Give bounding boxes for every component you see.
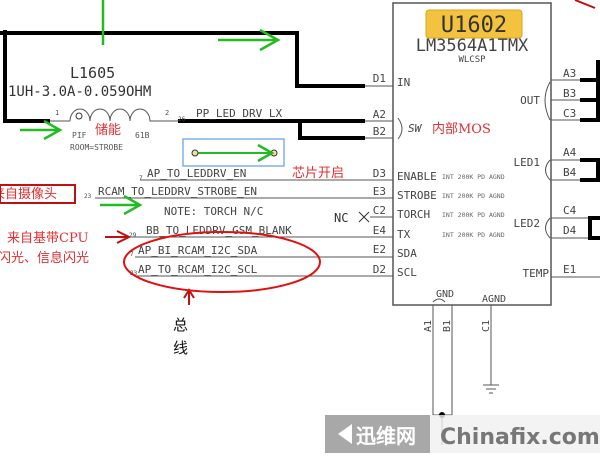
left-pin-lines xyxy=(95,85,393,277)
svg-text:AP_TO_LEDDRV_EN: AP_TO_LEDDRV_EN xyxy=(147,167,246,180)
svg-text:29: 29 xyxy=(129,232,137,239)
svg-text:ENABLE: ENABLE xyxy=(397,170,437,183)
svg-text:D1: D1 xyxy=(373,72,386,85)
svg-text:E1: E1 xyxy=(563,263,576,276)
svg-text:SDA: SDA xyxy=(397,247,417,260)
svg-text:23: 23 xyxy=(130,270,138,277)
svg-text:SCL: SCL xyxy=(397,266,417,279)
svg-text:D4: D4 xyxy=(563,224,577,237)
svg-text:7: 7 xyxy=(130,251,134,258)
svg-text:IN: IN xyxy=(397,76,410,89)
svg-text:NOTE: TORCH N/C: NOTE: TORCH N/C xyxy=(164,205,263,218)
chip-body xyxy=(392,2,552,306)
svg-text:D2: D2 xyxy=(373,263,386,276)
svg-text:SW: SW xyxy=(408,122,423,135)
annotation-bus-2: 线 xyxy=(173,339,188,357)
svg-text:2: 2 xyxy=(165,109,169,117)
svg-text:C2: C2 xyxy=(373,204,386,217)
svg-text:INT 200K PD AGND: INT 200K PD AGND xyxy=(442,211,505,219)
pulldown-notes: INT 200K PD AGND INT 200K PD AGND INT 20… xyxy=(442,173,505,239)
svg-text:B4: B4 xyxy=(563,166,577,179)
annotations: 储能 内部MOS 芯片开启 来自摄像头 来自基带CPU 闪光、信息闪光 xyxy=(0,121,491,266)
bus-highlight-ellipse xyxy=(123,231,321,293)
svg-text:AP_TO_RCAM_I2C_SCL: AP_TO_RCAM_I2C_SCL xyxy=(138,263,258,276)
right-pin-numbers: A3 B3 C3 A4 B4 C4 D4 E1 xyxy=(563,67,577,276)
svg-text:LED1: LED1 xyxy=(514,156,541,169)
red-up-arrow xyxy=(183,288,195,305)
svg-text:闪光、信息闪光: 闪光、信息闪光 xyxy=(0,250,89,266)
svg-text:26: 26 xyxy=(178,116,186,123)
inductor-l1605: L1605 1UH-3.0A-0.059OHM 1 2 PIF 61B ROOM… xyxy=(8,64,178,152)
svg-text:储能: 储能 xyxy=(95,123,121,138)
agnd-label: AGND xyxy=(482,294,506,305)
svg-text:TX: TX xyxy=(397,228,411,241)
svg-text:A4: A4 xyxy=(563,146,577,159)
svg-text:PP_LED_DRV_LX: PP_LED_DRV_LX xyxy=(196,107,282,120)
svg-text:7: 7 xyxy=(139,175,143,182)
svg-text:C4: C4 xyxy=(563,204,577,217)
svg-text:内部MOS: 内部MOS xyxy=(432,121,491,137)
nc-label: NC xyxy=(334,211,348,225)
left-pin-names: IN SW ENABLE STROBE TORCH TX SDA SCL xyxy=(397,76,437,279)
svg-text:RCAM_TO_LEDDRV_STROBE_EN: RCAM_TO_LEDDRV_STROBE_EN xyxy=(98,185,257,198)
svg-text:61B: 61B xyxy=(135,131,150,140)
svg-text:L1605: L1605 xyxy=(70,64,115,82)
svg-text:AP_BI_RCAM_I2C_SDA: AP_BI_RCAM_I2C_SDA xyxy=(138,244,258,257)
svg-text:1: 1 xyxy=(55,109,59,117)
svg-text:OUT: OUT xyxy=(520,94,540,107)
bottom-pin-numbers: A1 B1 C1 xyxy=(423,320,492,332)
svg-text:E4: E4 xyxy=(373,224,387,237)
svg-text:STROBE: STROBE xyxy=(397,189,437,202)
nc-x-icon xyxy=(358,211,370,223)
svg-text:TORCH: TORCH xyxy=(397,208,430,221)
chip-part: LM3564A1TMX xyxy=(416,36,529,56)
watermark: 迅维网 Chinafix.com xyxy=(325,415,600,453)
svg-text:Chinafix.com: Chinafix.com xyxy=(440,425,600,450)
svg-text:来自基带CPU: 来自基带CPU xyxy=(7,231,88,246)
svg-text:来自摄像头: 来自摄像头 xyxy=(0,187,57,202)
svg-text:INT 200K PD AGND: INT 200K PD AGND xyxy=(442,173,505,181)
svg-text:E3: E3 xyxy=(373,185,386,198)
svg-text:PIF: PIF xyxy=(72,131,87,140)
svg-text:B3: B3 xyxy=(563,87,576,100)
power-wires xyxy=(0,30,365,140)
right-braces xyxy=(544,81,551,239)
chip-package: WLCSP xyxy=(458,55,486,65)
svg-text:C3: C3 xyxy=(563,107,576,120)
svg-text:A1: A1 xyxy=(423,320,434,332)
chip-ref: U1602 xyxy=(441,13,507,38)
red-arrow xyxy=(105,230,132,244)
svg-text:B1: B1 xyxy=(442,320,453,332)
svg-text:A2: A2 xyxy=(373,108,386,121)
sw-brace xyxy=(397,117,403,140)
selection-box[interactable] xyxy=(182,138,285,167)
svg-text:ROOM=STROBE: ROOM=STROBE xyxy=(70,143,123,152)
svg-text:A3: A3 xyxy=(563,67,576,80)
svg-text:TEMP: TEMP xyxy=(523,267,550,280)
annotation-bus-1: 总 xyxy=(173,316,188,334)
chip-ref-badge xyxy=(425,9,523,39)
svg-text:芯片开启: 芯片开启 xyxy=(292,166,344,181)
svg-text:D3: D3 xyxy=(373,167,386,180)
svg-text:E2: E2 xyxy=(373,243,386,256)
svg-text:23: 23 xyxy=(84,193,92,200)
svg-text:C1: C1 xyxy=(481,320,492,332)
right-bus-wires xyxy=(580,60,600,240)
right-pin-groups: OUT LED1 LED2 TEMP xyxy=(514,94,550,280)
green-arrows xyxy=(20,0,281,216)
svg-text:迅维网: 迅维网 xyxy=(356,424,416,448)
svg-text:INT 200K PD AGND: INT 200K PD AGND xyxy=(442,231,505,239)
svg-text:LED2: LED2 xyxy=(514,217,541,230)
svg-text:B2: B2 xyxy=(373,125,386,138)
gnd-label: GND xyxy=(436,289,454,300)
svg-text:1UH-3.0A-0.059OHM: 1UH-3.0A-0.059OHM xyxy=(8,84,151,100)
svg-text:INT 200K PD AGND: INT 200K PD AGND xyxy=(442,192,505,200)
left-pin-numbers: D1 A2 B2 D3 E3 C2 E4 E2 D2 xyxy=(373,72,387,276)
